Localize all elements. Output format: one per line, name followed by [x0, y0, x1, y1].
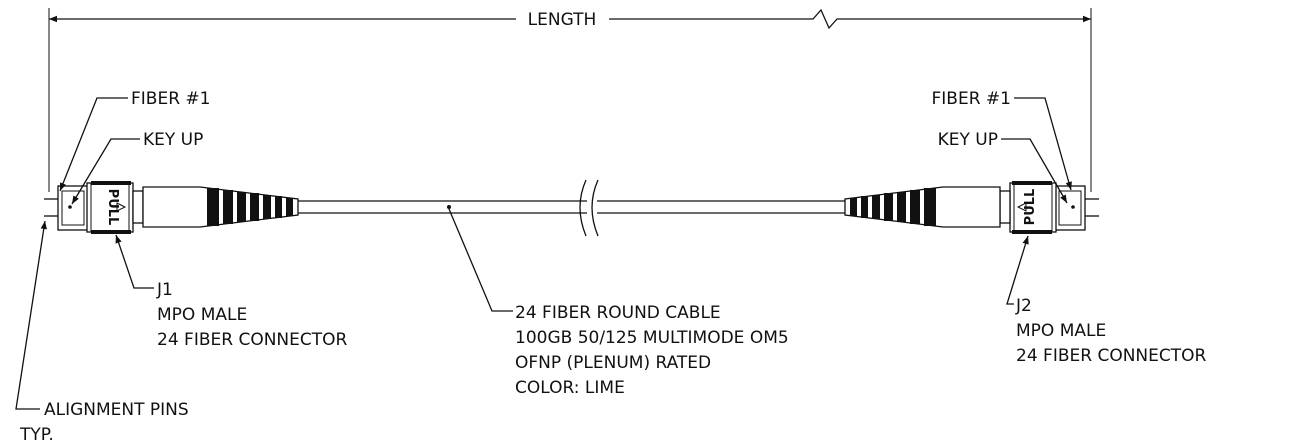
fiber-1-label-left: FIBER #1 [131, 89, 210, 109]
cable [298, 179, 845, 237]
cable-leader-dot [447, 205, 451, 209]
cable-break-mark-right [591, 179, 599, 237]
j1-spec-label: 24 FIBER CONNECTOR [157, 330, 348, 350]
leader-key-up-right [1001, 138, 1068, 204]
cable-callout: 24 FIBER ROUND CABLE 100GB 50/125 MULTIM… [448, 208, 789, 398]
pull-label: PULL [105, 189, 120, 226]
leader-key-up-left [71, 138, 140, 205]
cable-color-label: COLOR: LIME [515, 378, 625, 398]
coupling-neck [999, 190, 1011, 224]
right-callouts: FIBER #1 KEY UP J2 MPO MALE 24 FIBER CON… [932, 89, 1207, 366]
cable-break-mark-left [579, 179, 587, 237]
j2-label: J2 [1015, 296, 1032, 316]
alignment-pins-typ-label: TYP. [19, 425, 54, 445]
cable-type-label: 24 FIBER ROUND CABLE [515, 303, 721, 323]
latch-bottom [1012, 230, 1052, 234]
connector-j1: PULL [44, 181, 299, 234]
j1-label: J1 [156, 280, 173, 300]
key-up-label-left: KEY UP [143, 130, 203, 150]
connector-j2 [844, 181, 1099, 234]
ferrule-face [1058, 190, 1082, 226]
pull-label-j2: PULL [1023, 189, 1038, 226]
key-up-label-right: KEY UP [938, 130, 998, 150]
leader-fiber-1-right [1014, 97, 1072, 191]
leader-j1 [115, 234, 154, 289]
dimension-line-right-with-break [609, 8, 1091, 30]
j1-type-label: MPO MALE [157, 305, 247, 325]
length-label: LENGTH [528, 10, 597, 30]
ferrule-face [61, 190, 85, 226]
pull-arrow-icon [116, 202, 127, 212]
latch-top [1012, 181, 1052, 185]
length-dimension: LENGTH [48, 8, 1092, 192]
cable-rating-label: OFNP (PLENUM) RATED [515, 353, 711, 373]
ferrule-front [1054, 185, 1086, 231]
pull-arrow-icon [1016, 202, 1027, 212]
leader-alignment-pins [15, 220, 47, 410]
latch-bottom [91, 230, 131, 234]
strain-relief-boot [142, 186, 299, 228]
ferrule-front [57, 185, 89, 231]
fiber-1-marker [1071, 205, 1075, 209]
leader-fiber-1-left [59, 97, 128, 192]
housing [1009, 182, 1057, 233]
left-callouts: FIBER #1 KEY UP J1 MPO MALE 24 FIBER CON… [15, 89, 348, 445]
boot-ribs [207, 188, 293, 226]
latch-top [91, 181, 131, 185]
cable-spec-label: 100GB 50/125 MULTIMODE OM5 [515, 328, 789, 348]
strain-relief-boot [844, 186, 1001, 228]
j2-spec-label: 24 FIBER CONNECTOR [1016, 346, 1207, 366]
coupling-neck [132, 190, 144, 224]
boot-ribs [850, 188, 936, 226]
alignment-pins-label: ALIGNMENT PINS [44, 400, 189, 420]
fiber-1-label-right: FIBER #1 [932, 89, 1011, 109]
leader-j2 [1006, 235, 1029, 305]
leader-cable [448, 208, 513, 312]
fiber-1-marker [68, 205, 72, 209]
j2-type-label: MPO MALE [1016, 321, 1106, 341]
